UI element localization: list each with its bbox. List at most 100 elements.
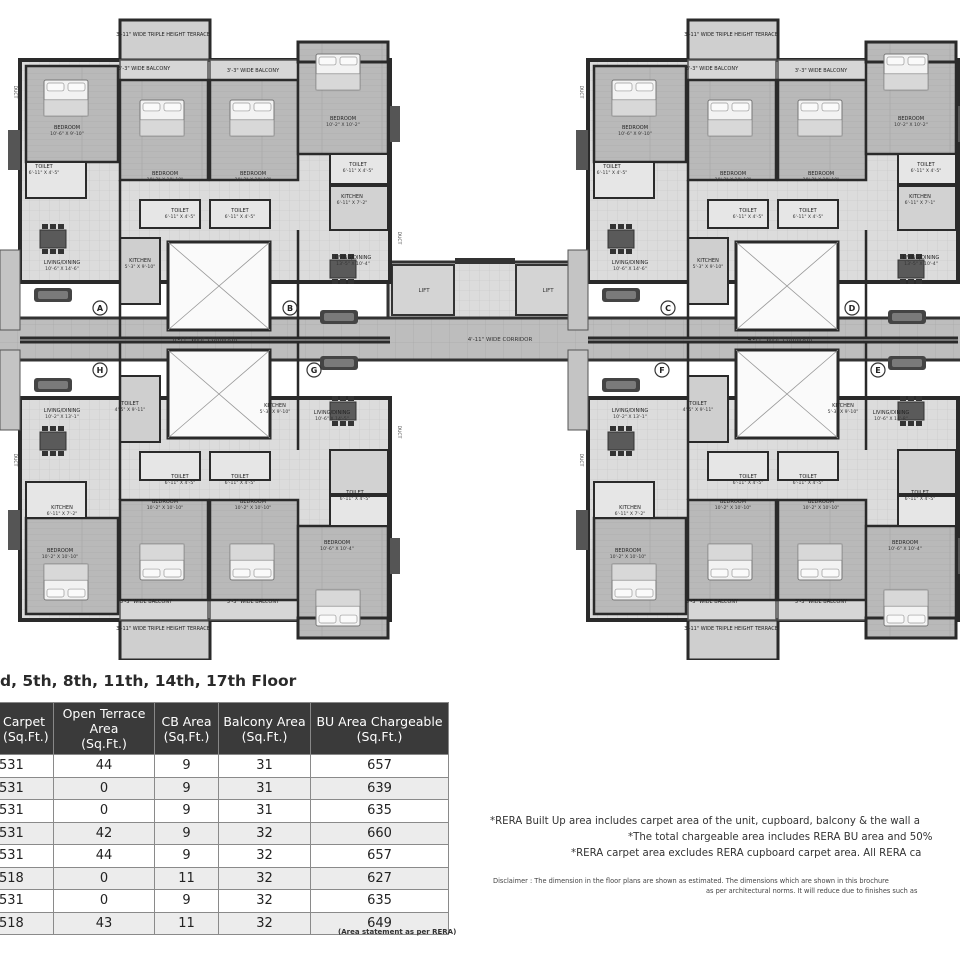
room-dimension: 13'-5" X 10'-4" <box>336 261 370 267</box>
column-header: Carpet(Sq.Ft.) <box>0 702 54 755</box>
toilet <box>707 199 769 229</box>
toilet <box>329 153 389 185</box>
duct-label: DUCT <box>12 454 18 467</box>
room-dimension: 6'-11" X 4'-5" <box>343 168 374 174</box>
table-cell: 42 <box>53 821 155 845</box>
room-label: TOILET <box>916 162 935 168</box>
room-label: BEDROOM <box>240 171 266 177</box>
table-cell: 531 <box>0 821 54 845</box>
apartment-block <box>0 18 400 340</box>
room-dimension: 10'-6" X 10'-4" <box>320 546 354 552</box>
apartment-block <box>567 340 960 660</box>
dining-table-icon <box>607 229 635 249</box>
room-dimension: 4'-5" X 9'-11" <box>683 407 714 413</box>
room-label: KITCHEN <box>51 505 73 511</box>
table-cell: 9 <box>154 799 219 823</box>
dining-table-icon <box>39 229 67 249</box>
table-cell: 518 <box>0 866 54 890</box>
room-dimension: 13'-5" X 10'-4" <box>904 261 938 267</box>
room-label: 3'-11" WIDE TRIPLE HEIGHT TERRACE <box>684 32 778 38</box>
room-label: BEDROOM <box>720 171 746 177</box>
kitchen <box>897 185 957 231</box>
room-dimension: 10'-2" X 10'-10" <box>42 554 79 560</box>
column-header: CB Area(Sq.Ft.) <box>154 702 219 755</box>
kitchen <box>119 375 161 443</box>
room-label: TOILET <box>602 164 621 170</box>
column-header: BU Area Chargeable(Sq.Ft.) <box>310 702 449 755</box>
window <box>576 130 588 170</box>
room-dimension: 10'-6" X 9'-10" <box>50 131 84 137</box>
toilet <box>777 451 839 481</box>
corridor-label: 6'-11" WIDE CORRIDOR <box>173 337 238 343</box>
terrace <box>686 618 780 660</box>
svg-text:G: G <box>311 366 318 375</box>
svg-text:A: A <box>97 304 104 313</box>
toilet <box>707 451 769 481</box>
room-dimension: 10'-2" X 10'-10" <box>715 505 752 511</box>
room-label: BEDROOM <box>330 116 356 122</box>
room-dimension: 6'-11" X 4'-5" <box>165 214 196 220</box>
toilet <box>209 199 271 229</box>
table-cell: 43 <box>53 911 155 935</box>
window <box>576 510 588 550</box>
room-label: TOILET <box>34 164 53 170</box>
table-cell: 9 <box>154 844 219 868</box>
room-dimension: 10'-2" X 10'-10" <box>803 505 840 511</box>
unit-marker <box>306 362 322 378</box>
room-dimension: 5'-3" X 9'-10" <box>828 409 859 415</box>
room-dimension: 6'-11" X 4'-5" <box>733 214 764 220</box>
svg-text:H: H <box>97 366 104 375</box>
room-dimension: 5'-3" X 9'-10" <box>125 264 156 270</box>
room-dimension: 6'-11" X 4'-5" <box>733 480 764 486</box>
balcony-side <box>0 249 21 331</box>
dining-table-icon <box>329 401 357 421</box>
room-label: BEDROOM <box>808 171 834 177</box>
room-dimension: 6'-11" X 4'-5" <box>793 214 824 220</box>
unit-marker <box>654 362 670 378</box>
lift-label: LIFT <box>418 288 430 294</box>
svg-text:D: D <box>849 304 856 313</box>
table-cell: 44 <box>53 844 155 868</box>
room-label: KITCHEN <box>129 258 151 264</box>
room-label: 3'-3" WIDE BALCONY <box>686 599 739 605</box>
room-label: KITCHEN <box>264 403 286 409</box>
toilet <box>139 451 201 481</box>
rera-note: *RERA carpet area excludes RERA cupboard… <box>571 848 922 859</box>
room-label: LIVING/DINING <box>44 408 81 414</box>
dining-table-icon <box>897 401 925 421</box>
kitchen <box>329 449 389 495</box>
unit-marker <box>870 362 886 378</box>
unit-marker <box>282 300 298 316</box>
room-label: TOILET <box>738 474 757 480</box>
table-cell: 627 <box>310 866 449 890</box>
room-label: TOILET <box>910 490 929 496</box>
lift-core <box>386 258 585 320</box>
svg-text:C: C <box>665 304 671 313</box>
table-header-row: Carpet(Sq.Ft.) Open Terrace Area(Sq.Ft.)… <box>0 702 449 755</box>
room-dimension: 6'-11" X 7'-2" <box>47 511 78 517</box>
table-cell: 32 <box>218 889 311 913</box>
window <box>958 538 960 574</box>
room-label: LIVING/DINING <box>335 255 372 261</box>
table-cell: 11 <box>154 911 219 935</box>
apartment-block <box>567 18 960 340</box>
room-label: BEDROOM <box>240 499 266 505</box>
room-label: BEDROOM <box>622 125 648 131</box>
room-dimension: 10'-6" X 14'-8" <box>874 416 908 422</box>
room-label: BEDROOM <box>152 171 178 177</box>
window <box>390 538 400 574</box>
room-dimension: 6'-11" X 4'-5" <box>793 480 824 486</box>
room-label: BEDROOM <box>152 499 178 505</box>
duct-label: DUCT <box>578 86 584 99</box>
lift-label: LIFT <box>542 288 554 294</box>
room-dimension: 10'-2" X 10'-10" <box>235 177 272 183</box>
dining-table-icon <box>897 259 925 279</box>
room-label: BEDROOM <box>324 540 350 546</box>
dining-table-icon <box>607 431 635 451</box>
table-cell: 531 <box>0 754 54 778</box>
